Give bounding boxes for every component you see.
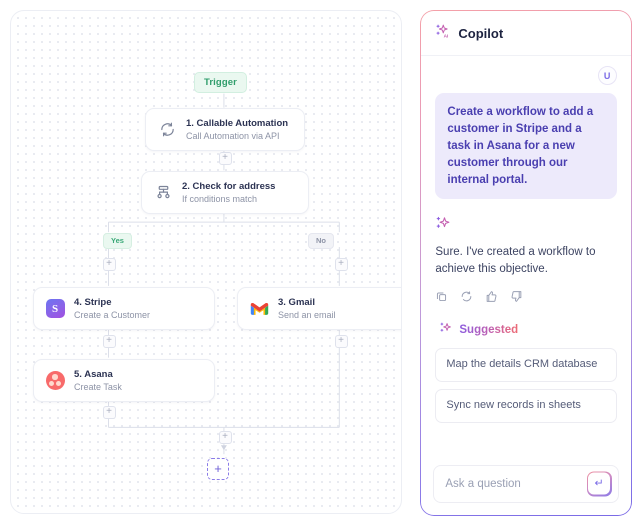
node-subtitle: Create Task bbox=[74, 382, 122, 392]
avatar: U bbox=[597, 66, 617, 86]
node-subtitle: If conditions match bbox=[182, 194, 258, 204]
node-subtitle: Call Automation via API bbox=[186, 131, 280, 141]
user-message: Create a workflow to add a customer in S… bbox=[435, 93, 617, 200]
copilot-ai-sparkle-icon: AI bbox=[435, 23, 451, 44]
workflow-node-asana[interactable]: 5. Asana Create Task bbox=[33, 359, 215, 402]
assistant-sparkle-icon bbox=[435, 217, 452, 236]
user-avatar-row: U bbox=[435, 66, 617, 86]
copy-icon[interactable] bbox=[435, 290, 448, 303]
sync-arrows-icon bbox=[157, 120, 177, 140]
add-step-button-no[interactable] bbox=[334, 257, 348, 271]
regenerate-icon[interactable] bbox=[460, 290, 473, 303]
workflow-canvas-panel: Trigger Yes No + bbox=[0, 0, 410, 524]
add-step-button-2[interactable] bbox=[102, 334, 116, 348]
copilot-header: AI Copilot bbox=[421, 11, 631, 57]
add-step-button-yes[interactable] bbox=[102, 257, 116, 271]
workflow-node-stripe[interactable]: S 4. Stripe Create a Customer bbox=[33, 287, 215, 330]
copilot-title: Copilot bbox=[458, 26, 504, 42]
add-step-button-1[interactable] bbox=[218, 151, 232, 165]
connector-arrow bbox=[220, 445, 227, 451]
send-button[interactable]: ↵ bbox=[586, 471, 612, 497]
add-step-button-3[interactable] bbox=[334, 334, 348, 348]
add-node-placeholder[interactable]: + bbox=[207, 458, 229, 480]
add-step-button-5[interactable] bbox=[218, 430, 232, 444]
add-step-button-4[interactable] bbox=[102, 405, 116, 419]
node-title: 5. Asana bbox=[74, 369, 113, 380]
add-node-plus-icon: + bbox=[214, 461, 222, 476]
message-actions bbox=[435, 290, 616, 303]
branch-label-yes[interactable]: Yes bbox=[103, 233, 132, 249]
suggested-sparkle-icon bbox=[439, 321, 453, 340]
node-subtitle: Create a Customer bbox=[74, 310, 151, 320]
suggestion-item[interactable]: Map the details CRM database bbox=[435, 347, 617, 382]
node-title: 2. Check for address bbox=[182, 181, 276, 192]
node-title: 1. Callable Automation bbox=[186, 118, 289, 129]
trigger-badge[interactable]: Trigger bbox=[194, 72, 247, 93]
enter-arrow-icon: ↵ bbox=[587, 472, 611, 495]
assistant-message: Sure. I've created a workflow to achieve… bbox=[435, 246, 596, 276]
suggested-label: Suggested bbox=[459, 324, 519, 337]
gmail-icon bbox=[249, 299, 269, 319]
assistant-response: Sure. I've created a workflow to achieve… bbox=[435, 215, 616, 303]
asana-icon bbox=[45, 371, 65, 391]
workflow-node-check-for-address[interactable]: 2. Check for address If conditions match bbox=[141, 171, 309, 214]
copilot-composer-area: ↵ bbox=[421, 455, 630, 515]
workflow-node-gmail[interactable]: 3. Gmail Send an email bbox=[237, 287, 401, 330]
stripe-icon: S bbox=[45, 299, 65, 319]
thumbs-up-icon[interactable] bbox=[485, 290, 498, 303]
ask-question-input[interactable] bbox=[445, 477, 576, 490]
copilot-panel: AI Copilot U Create a workflow to add a … bbox=[420, 10, 632, 516]
branch-label-no[interactable]: No bbox=[308, 233, 334, 249]
node-title: 3. Gmail bbox=[278, 297, 315, 308]
suggested-header: Suggested bbox=[435, 321, 616, 340]
svg-text:AI: AI bbox=[444, 34, 449, 39]
composer[interactable]: ↵ bbox=[433, 464, 619, 503]
copilot-conversation: U Create a workflow to add a customer in… bbox=[421, 56, 630, 454]
node-subtitle: Send an email bbox=[278, 310, 336, 320]
suggestion-item[interactable]: Sync new records in sheets bbox=[435, 388, 617, 423]
suggestion-list: Map the details CRM database Sync new re… bbox=[435, 347, 617, 423]
workflow-canvas[interactable]: Trigger Yes No + bbox=[10, 10, 402, 514]
node-title: 4. Stripe bbox=[74, 297, 112, 308]
workflow-node-callable-automation[interactable]: 1. Callable Automation Call Automation v… bbox=[145, 108, 305, 151]
branch-conditions-icon bbox=[153, 183, 173, 203]
thumbs-down-icon[interactable] bbox=[510, 290, 523, 303]
